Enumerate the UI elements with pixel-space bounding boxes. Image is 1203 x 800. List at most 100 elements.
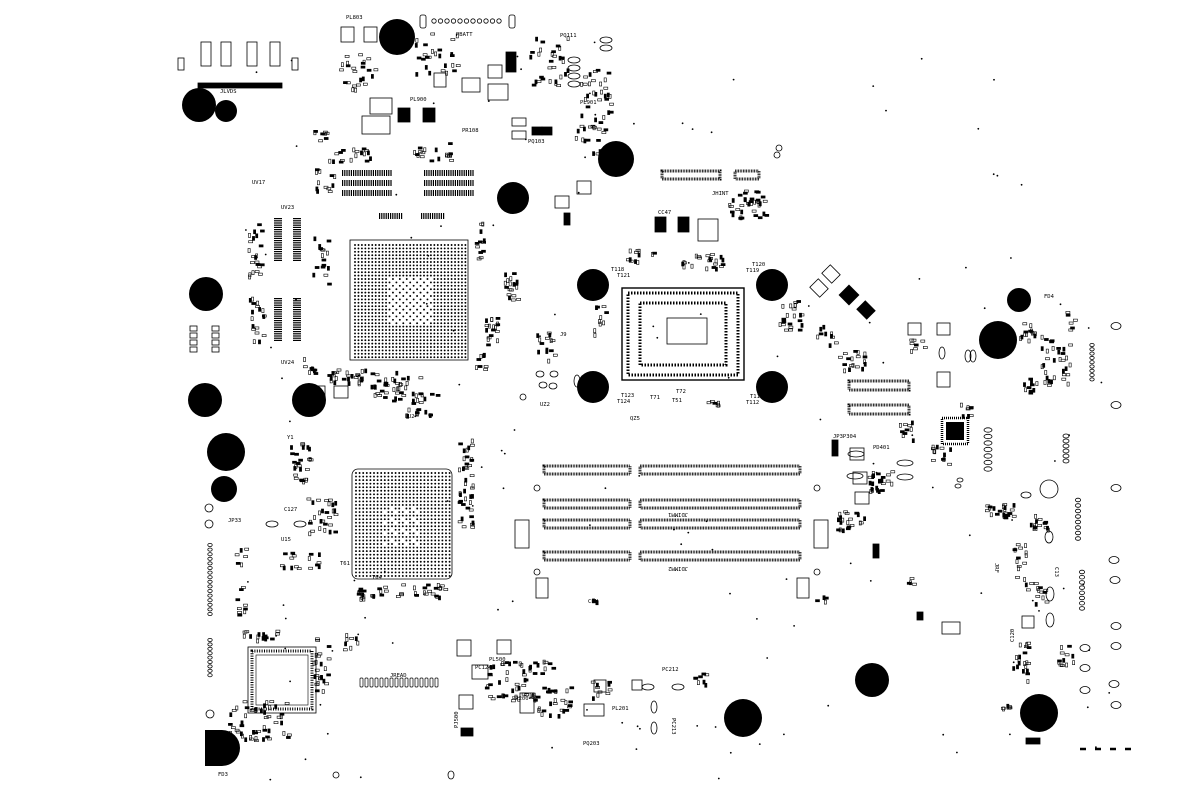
bga-ball: [357, 271, 360, 274]
bga-ball: [357, 257, 360, 260]
mem-pad: [274, 229, 282, 231]
bga-ball: [409, 539, 411, 542]
bga-ball: [374, 267, 377, 270]
smd-component: [329, 174, 335, 178]
smd-component: [362, 82, 368, 86]
bga-ball: [443, 284, 446, 287]
bga-ball: [450, 281, 453, 284]
bga-ball: [398, 342, 401, 345]
bga-ball: [374, 335, 377, 338]
smd-component: [299, 467, 302, 472]
bga-ball: [398, 244, 401, 246]
bga-ball: [405, 335, 408, 338]
label-pc212: PC212: [662, 667, 679, 673]
bga-ball: [447, 247, 450, 250]
mem-pad: [274, 226, 282, 228]
bga-ball: [412, 543, 415, 545]
mem-pad: [454, 190, 456, 196]
bga-ball: [450, 278, 453, 280]
bga-ball: [364, 298, 367, 301]
bga-ball: [434, 514, 437, 517]
mounting-hole: [855, 663, 889, 697]
bga-ball: [369, 479, 372, 482]
mem-pad: [357, 180, 359, 186]
mem-pad: [274, 244, 282, 246]
bga-ball: [394, 496, 397, 499]
bga-ball: [371, 247, 374, 250]
smd-component: [989, 512, 993, 518]
bga-ball: [443, 291, 446, 294]
bga-ball: [381, 267, 384, 270]
smd-component: [423, 396, 427, 402]
bga-ball: [365, 507, 368, 510]
bga-ball: [373, 482, 375, 485]
bga-ball: [423, 575, 426, 577]
mem-pad: [435, 170, 437, 176]
bga-ball: [385, 312, 387, 314]
smd-component: [690, 263, 694, 269]
bga-ball: [388, 356, 391, 359]
smd-component: [549, 349, 554, 353]
smd-component: [836, 528, 841, 532]
bga-ball: [447, 301, 450, 304]
smd-component: [362, 594, 366, 600]
bga-ball: [358, 493, 361, 496]
smd-component: [552, 353, 558, 357]
bga-ball: [371, 305, 374, 308]
smd-component: [237, 613, 242, 617]
bga-ball: [367, 352, 370, 355]
bga-ball: [423, 356, 425, 359]
bga-ball: [416, 332, 419, 335]
smd-component: [286, 736, 291, 739]
bga-ball: [450, 261, 453, 263]
edge-pin: [207, 593, 213, 598]
bga-ball: [355, 511, 357, 513]
bga-ball: [409, 295, 412, 297]
smd-component: [868, 480, 872, 486]
smd-component: [326, 239, 332, 243]
smd-component: [362, 59, 366, 65]
smd-component: [319, 661, 323, 667]
bga-ball: [409, 543, 411, 545]
bga-ball: [464, 308, 467, 311]
via: [710, 131, 713, 134]
bga-ball: [402, 335, 405, 338]
smd-component: [293, 476, 299, 480]
oval-pad: [1044, 530, 1054, 544]
smd-component: [356, 592, 362, 596]
mem-pad: [274, 313, 282, 315]
lvds-connector: [177, 41, 299, 89]
smd-component: [424, 65, 428, 70]
smd-component: [735, 208, 741, 212]
via: [729, 592, 731, 595]
smd-component: [356, 640, 360, 646]
oval-pad: [567, 80, 581, 88]
bga-ball: [405, 356, 408, 359]
smd-component: [347, 376, 350, 382]
smd-component: [511, 294, 517, 298]
bga-ball: [457, 254, 460, 257]
oval-pad: [938, 346, 946, 360]
bga-ball: [419, 535, 422, 538]
bga-ball: [440, 329, 443, 331]
bga-ball: [443, 315, 446, 318]
bga-ball: [387, 493, 390, 496]
bga-ball: [457, 315, 460, 318]
smd-component: [949, 447, 953, 452]
mem-pad: [457, 190, 459, 196]
bga-ball: [405, 525, 408, 528]
bga-ball: [357, 254, 360, 257]
bga-ball: [440, 271, 443, 274]
smd-component: [842, 352, 848, 356]
smd-component: [753, 214, 759, 218]
bga-ball: [374, 250, 377, 253]
bga-ball: [441, 493, 444, 496]
bga-ball: [423, 352, 425, 355]
smd-component: [596, 139, 601, 142]
smd-component: [250, 316, 254, 322]
bga-ball: [437, 493, 440, 496]
bga-ball: [450, 356, 453, 359]
bga-ball: [457, 356, 460, 359]
smd-component: [1057, 349, 1061, 355]
bga-ball: [423, 335, 425, 338]
